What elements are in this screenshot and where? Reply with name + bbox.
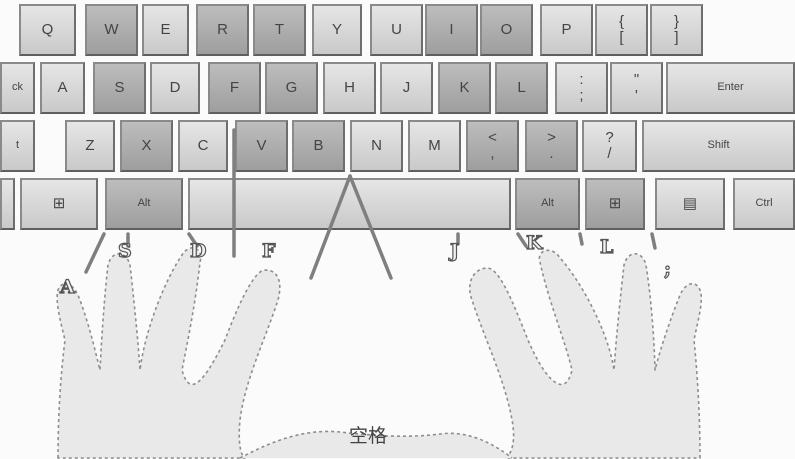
finger-label-d: D [190, 240, 206, 262]
finger-label-s: S [118, 240, 132, 262]
space-label: 空格 [349, 421, 387, 448]
pointer-semicolon [652, 234, 655, 248]
finger-label-l: L [600, 236, 613, 258]
pointer-l [580, 234, 582, 244]
finger-label-j: J [450, 240, 459, 262]
pointer-space-right [350, 176, 391, 278]
pointer-k [518, 234, 526, 246]
right-hand-outline [470, 250, 702, 458]
pointer-space-left [311, 176, 350, 278]
pointer-a [86, 234, 104, 272]
left-hand-outline [57, 248, 280, 458]
finger-label-a: A [60, 276, 75, 298]
finger-label-semicolon: ; [664, 258, 671, 280]
finger-label-k: K [526, 232, 543, 254]
finger-label-f: F [262, 240, 276, 262]
